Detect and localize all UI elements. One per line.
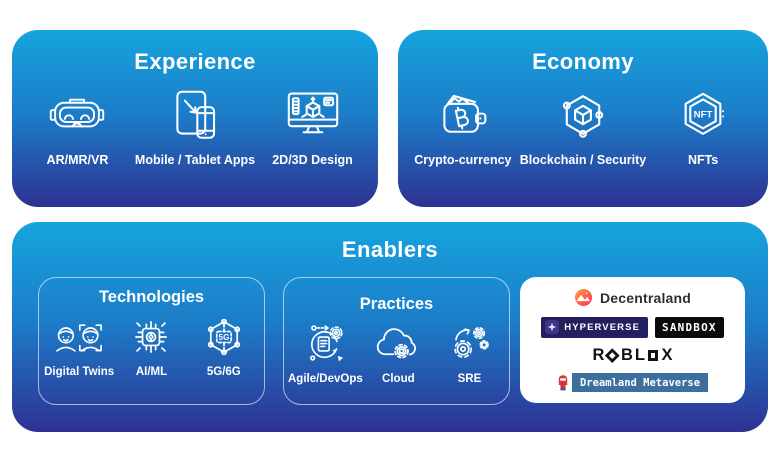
item-label: Digital Twins: [44, 366, 115, 378]
crypto-wallet-icon: [436, 86, 490, 144]
nft-icon-text: NFT: [694, 110, 713, 121]
experience-item-ar-mr-vr: AR/MR/VR: [20, 86, 135, 167]
experience-item-design: 2D/3D Design: [255, 86, 370, 167]
experience-panel: Experience AR/MR/VR: [12, 30, 378, 207]
mobile-tablet-icon: [169, 86, 221, 144]
tech-item-5g-6g: 5G 5G/6G: [188, 315, 260, 378]
design-monitor-icon: [286, 86, 340, 144]
practice-item-sre: SRE: [434, 322, 505, 385]
item-label: AI/ML: [135, 366, 168, 378]
decentraland-logo: Decentraland: [574, 288, 691, 307]
hyperverse-icon: [545, 320, 560, 334]
dreamland-label: Dreamland Metaverse: [571, 373, 709, 392]
platforms-card: Decentraland HYPERVERSE SANDBOX: [520, 277, 745, 403]
experience-title: Experience: [134, 49, 256, 74]
tech-item-ai-ml: AI/ML: [115, 315, 187, 378]
platform-badges-row: HYPERVERSE SANDBOX: [541, 316, 724, 338]
5g-icon-text: 5G: [218, 333, 229, 342]
nft-hexagon-icon: NFT: [678, 86, 728, 144]
item-label: Cloud: [382, 373, 415, 385]
digital-twins-icon: [52, 315, 106, 359]
blockchain-cube-icon: [556, 86, 610, 144]
practice-item-agile-devops: Agile/DevOps: [288, 322, 363, 385]
economy-panel: Economy Crypto-currency: [398, 30, 768, 207]
economy-title: Economy: [532, 49, 634, 74]
agile-devops-icon: [302, 322, 348, 366]
item-label: AR/MR/VR: [46, 153, 109, 167]
tech-item-digital-twins: Digital Twins: [43, 315, 115, 378]
item-label: Mobile / Tablet Apps: [134, 153, 256, 167]
item-label: Agile/DevOps: [288, 373, 363, 385]
cloud-gear-icon: [373, 322, 423, 366]
economy-item-crypto: Crypto-currency: [406, 86, 520, 167]
economy-items: Crypto-currency Blockchain / Security: [398, 86, 768, 167]
economy-item-blockchain: Blockchain / Security: [520, 86, 646, 167]
experience-item-mobile-tablet: Mobile / Tablet Apps: [135, 86, 255, 167]
experience-items: AR/MR/VR Mobile / Tablet Apps: [12, 86, 378, 167]
item-label: Crypto-currency: [414, 153, 512, 167]
economy-item-nfts: NFT NFTs: [646, 86, 760, 167]
item-label: 5G/6G: [206, 366, 241, 378]
practice-item-cloud: Cloud: [363, 322, 434, 385]
item-label: 2D/3D Design: [272, 153, 353, 167]
item-label: Blockchain / Security: [519, 153, 647, 167]
vr-headset-icon: [49, 86, 105, 144]
network-5g-icon: 5G: [202, 315, 246, 359]
practices-box: Practices: [283, 277, 510, 405]
decentraland-label: Decentraland: [599, 289, 692, 306]
sandbox-label: SANDBOX: [662, 320, 717, 334]
practices-items: Agile/DevOps Cloud: [284, 322, 509, 385]
ai-chip-icon: [129, 315, 173, 359]
enablers-row: Technologies: [12, 277, 768, 405]
item-label: SRE: [457, 373, 482, 385]
item-label: NFTs: [687, 153, 719, 167]
hyperverse-label: HYPERVERSE: [564, 321, 640, 333]
technologies-box: Technologies: [38, 277, 265, 405]
practices-title: Practices: [359, 295, 434, 313]
sre-gears-icon: [447, 322, 491, 366]
technologies-title: Technologies: [98, 288, 205, 306]
dreamland-logo: Dreamland Metaverse: [557, 373, 709, 392]
enablers-panel: Enablers Technologies: [12, 222, 768, 432]
sandbox-logo: SANDBOX: [655, 316, 724, 338]
hyperverse-logo: HYPERVERSE: [541, 316, 648, 338]
enablers-title: Enablers: [341, 237, 439, 262]
technologies-items: Digital Twins: [39, 315, 264, 378]
dreamland-mascot-icon: [557, 374, 569, 391]
decentraland-icon: [574, 288, 593, 307]
